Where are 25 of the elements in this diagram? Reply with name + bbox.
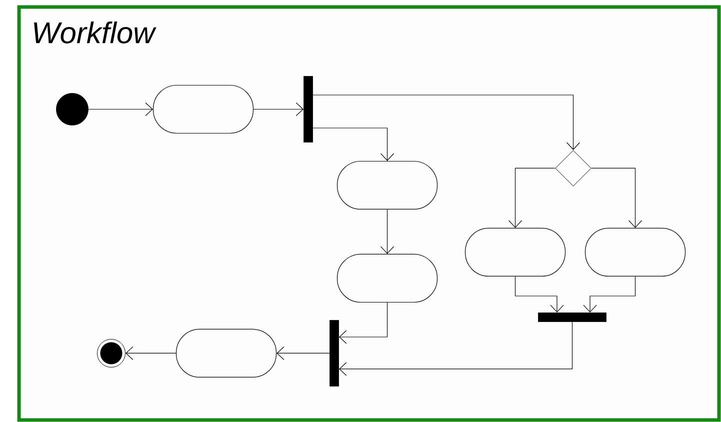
arrow: [253, 102, 304, 116]
arrow: [276, 346, 330, 360]
arrow: [338, 322, 573, 376]
arrow: [583, 276, 636, 313]
arrow: [338, 302, 388, 344]
activity-box: [336, 160, 438, 210]
arrow: [88, 102, 153, 116]
title: Workflow: [34, 21, 156, 44]
sync-bar: [538, 312, 606, 322]
start-node: [56, 93, 88, 126]
activity-box: [464, 228, 566, 277]
activity-box: [176, 328, 277, 378]
activity-box: [152, 84, 254, 134]
sync-bar: [330, 320, 339, 386]
arrow: [514, 276, 564, 313]
activity-box: [584, 228, 686, 277]
arrow: [312, 128, 394, 161]
arrow: [380, 209, 394, 254]
arrow: [591, 168, 642, 228]
arrow: [508, 168, 556, 228]
arrow: [126, 346, 176, 360]
arrow: [312, 94, 580, 150]
activity-box: [336, 254, 438, 303]
sync-bar: [304, 76, 313, 142]
end-node: [97, 338, 126, 368]
